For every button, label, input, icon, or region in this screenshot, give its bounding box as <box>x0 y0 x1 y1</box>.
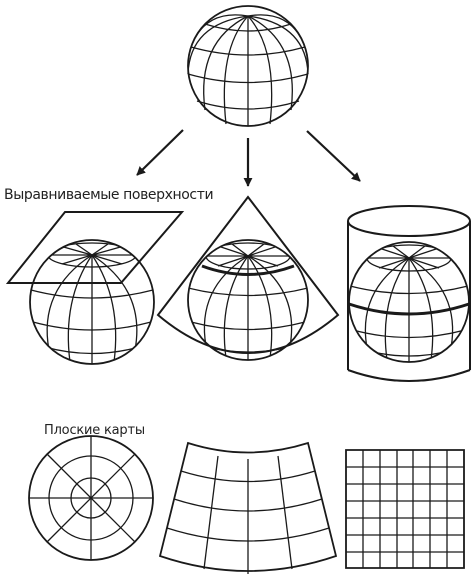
developable-surfaces-label: Выравниваемые поверхности <box>4 187 214 203</box>
cylinder-globe-meridian <box>385 258 409 360</box>
top-globe-meridian <box>188 16 248 74</box>
top-globe <box>188 6 308 126</box>
cylinder-tangent-equator <box>349 304 469 314</box>
plane-globe-meridian <box>76 244 92 255</box>
top-globe-meridian <box>196 15 248 36</box>
plane-globe-meridian <box>92 255 122 264</box>
cylinder-globe-meridian <box>379 248 409 258</box>
flat-maps-label: Плоские карты <box>44 423 145 438</box>
cone-globe-meridian <box>248 256 278 266</box>
cone-surface <box>158 197 338 353</box>
azimuthal-map-ray <box>47 454 135 542</box>
cylinder-projection <box>348 206 470 381</box>
cone-globe-meridian <box>218 256 248 266</box>
conic-map <box>160 443 336 574</box>
conic-map-meridian <box>278 456 292 569</box>
cylinder-globe-meridian <box>409 258 439 268</box>
cylinder-globe-meridian <box>379 258 409 268</box>
plane-globe-meridian <box>92 255 137 350</box>
arrow-to-plane <box>137 130 183 175</box>
plane-projection <box>8 212 182 366</box>
cone-projection <box>158 197 338 362</box>
top-globe-meridian <box>204 16 248 110</box>
plane-globe-meridian <box>68 255 92 362</box>
cylinder-bottom-rim <box>348 370 470 381</box>
plane-globe <box>30 240 154 366</box>
cone-globe-meridian <box>224 256 248 358</box>
plane-globe-meridian <box>47 255 92 350</box>
cone-tangent-circle <box>202 266 294 275</box>
cylinder-globe-meridian <box>365 258 409 348</box>
cone-globe-meridian <box>248 256 272 358</box>
cylinder-globe-meridian <box>409 258 433 360</box>
top-globe-meridian <box>248 16 272 124</box>
arrow-to-cylinder <box>307 131 360 181</box>
cylindrical-map <box>346 450 464 568</box>
conic-map-outline <box>160 443 336 571</box>
cone-globe <box>188 240 308 362</box>
plane-globe-meridian <box>92 246 124 255</box>
cone-globe-meridian <box>218 246 248 256</box>
cylindrical-map-outline <box>346 450 464 568</box>
cylinder-globe-meridian <box>409 258 453 348</box>
cone-globe-meridian <box>248 246 278 256</box>
plane-globe-meridian <box>60 246 92 255</box>
plane-globe-meridian <box>62 255 92 264</box>
cone-globe-meridian <box>248 244 264 256</box>
cone-globe-meridian <box>204 256 248 346</box>
top-globe-meridian <box>248 16 292 110</box>
tangent-plane <box>8 212 182 283</box>
arrows <box>137 130 360 187</box>
cylinder-globe-meridian <box>409 246 425 258</box>
conic-map-meridian <box>204 456 218 569</box>
cone-globe-meridian <box>232 244 248 256</box>
top-globe-meridian <box>248 16 308 74</box>
cylinder-top-rim <box>348 206 470 236</box>
plane-globe-meridian <box>92 255 116 362</box>
cylinder-globe-meridian <box>409 248 439 258</box>
cylinder-globe-meridian <box>393 246 409 258</box>
top-globe-meridian <box>224 16 248 124</box>
azimuthal-map <box>29 436 153 560</box>
top-globe-meridian <box>248 15 300 36</box>
cylinder-globe <box>349 242 469 364</box>
cone-globe-meridian <box>248 256 292 346</box>
plane-globe-meridian <box>92 244 108 255</box>
